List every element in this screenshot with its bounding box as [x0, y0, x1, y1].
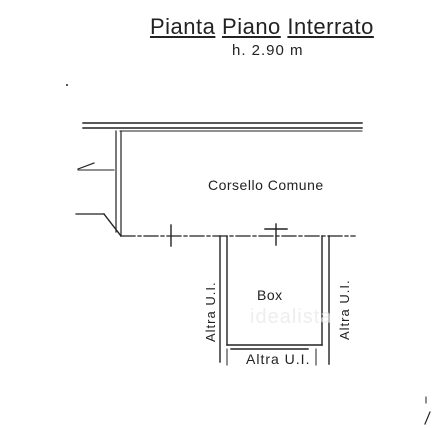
plan-title: Pianta Piano Interrato	[150, 14, 420, 40]
other-unit-bottom-label: Altra U.I.	[246, 351, 311, 367]
title-word-3: Interrato	[287, 14, 374, 39]
corridor-label: Corsello Comune	[208, 177, 324, 193]
edge-mark-2	[424, 411, 431, 425]
watermark-logo: idealista	[250, 306, 333, 328]
other-unit-right-label: Altra U.I.	[337, 279, 352, 340]
title-word-2: Piano	[222, 14, 281, 39]
left-diagonal	[103, 213, 122, 237]
box-label: Box	[257, 287, 283, 303]
stray-dot	[66, 84, 68, 86]
other-unit-left-label: Altra U.I.	[203, 281, 218, 342]
title-word-1: Pianta	[150, 14, 216, 39]
left-tick	[77, 162, 95, 170]
height-label: h. 2.90 m	[232, 42, 304, 59]
